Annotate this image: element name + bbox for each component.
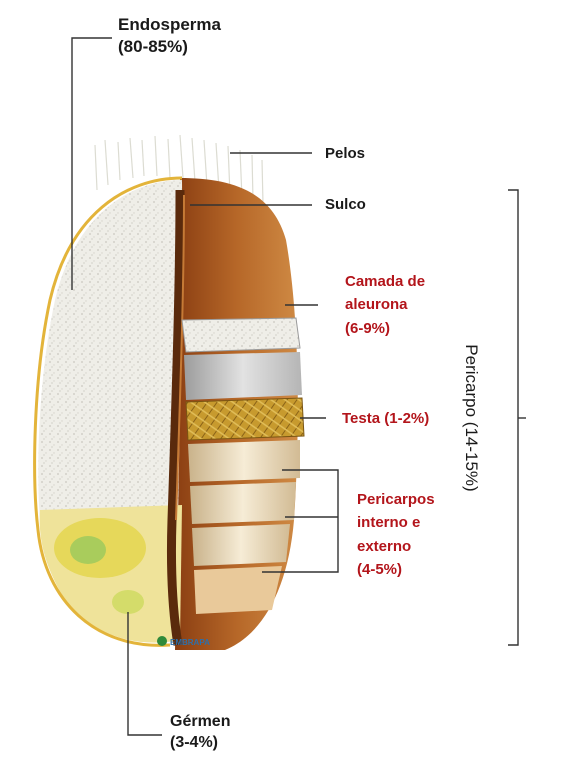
aleurona-label-line1: Camada de — [345, 270, 425, 293]
endosperma-label-name: Endosperma — [118, 14, 221, 36]
germ-scutellum — [70, 536, 106, 564]
endosperma-label-pct: (80-85%) — [118, 36, 221, 58]
testa-label: Testa (1-2%) — [342, 409, 429, 429]
pericarpos-label-line3: externo — [357, 535, 435, 558]
endosperma-label: Endosperma (80-85%) — [118, 14, 221, 58]
pericarpo-bracket — [508, 190, 518, 645]
svg-text:EMBRAPA: EMBRAPA — [170, 638, 210, 647]
aleurona-label: Camada de aleurona (6-9%) — [345, 270, 425, 340]
germ-radicle — [112, 590, 144, 614]
pericarpo-label: Pericarpo (14-15%) — [462, 338, 482, 498]
aleurona-label-line2: aleurona — [345, 293, 425, 316]
germen-label-pct: (3-4%) — [170, 733, 230, 754]
pelos-label: Pelos — [325, 144, 365, 164]
outer-pericarp-layer — [190, 482, 296, 524]
inner-pericarp-layer — [188, 440, 300, 482]
testa-grey-layer — [184, 352, 302, 400]
pericarpos-label: Pericarpos interno e externo (4-5%) — [357, 488, 435, 581]
cross-cell-layer — [192, 524, 290, 566]
pericarpos-label-pct: (4-5%) — [357, 558, 435, 581]
testa-layer — [186, 398, 304, 440]
aleurona-label-pct: (6-9%) — [345, 317, 425, 340]
germen-label: Gérmen (3-4%) — [170, 712, 230, 754]
endosperm — [38, 180, 182, 520]
aleurone-layer — [182, 318, 300, 352]
bran-bottom-layer — [194, 566, 282, 614]
sulco-label: Sulco — [325, 195, 366, 215]
germen-label-name: Gérmen — [170, 712, 230, 733]
pericarpos-label-line2: interno e — [357, 511, 435, 534]
pericarpos-label-line1: Pericarpos — [357, 488, 435, 511]
